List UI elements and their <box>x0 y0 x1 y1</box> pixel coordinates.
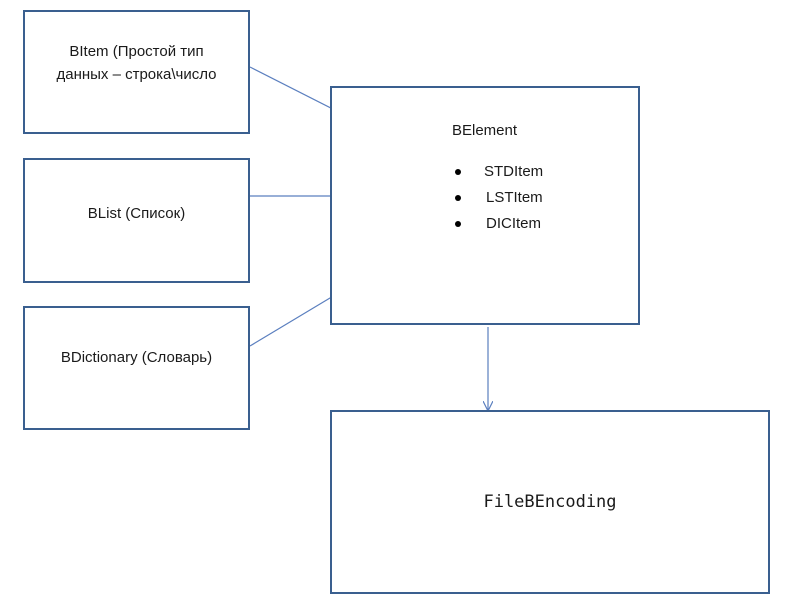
bitem-label-line2: данных – строка\число <box>56 66 217 83</box>
belement-title: BElement <box>452 122 518 139</box>
stditem-label: STDItem <box>484 163 544 180</box>
dicitem-label: DICItem <box>486 215 542 232</box>
bdictionary-box: BDictionary (Словарь) <box>23 306 250 430</box>
blist-label: BList (Список) <box>87 205 186 222</box>
bitem-label: BItem (Простой тип данных – строка\число <box>25 40 248 86</box>
filebencoding-box: FileBEncoding <box>330 410 770 594</box>
filebencoding-label: FileBEncoding <box>483 492 617 512</box>
blist-box: BList (Список) <box>23 158 250 283</box>
bullet-icon <box>455 221 461 227</box>
bitem-box: BItem (Простой тип данных – строка\число <box>23 10 250 134</box>
bullet-icon <box>455 195 461 201</box>
belement-box: BElement STDItem LSTItem DICItem <box>330 86 640 325</box>
lstitem-label: LSTItem <box>486 189 543 206</box>
bitem-label-line1: BItem (Простой тип <box>69 43 204 60</box>
bdictionary-label: BDictionary (Словарь) <box>60 349 213 366</box>
bullet-icon <box>455 169 461 175</box>
